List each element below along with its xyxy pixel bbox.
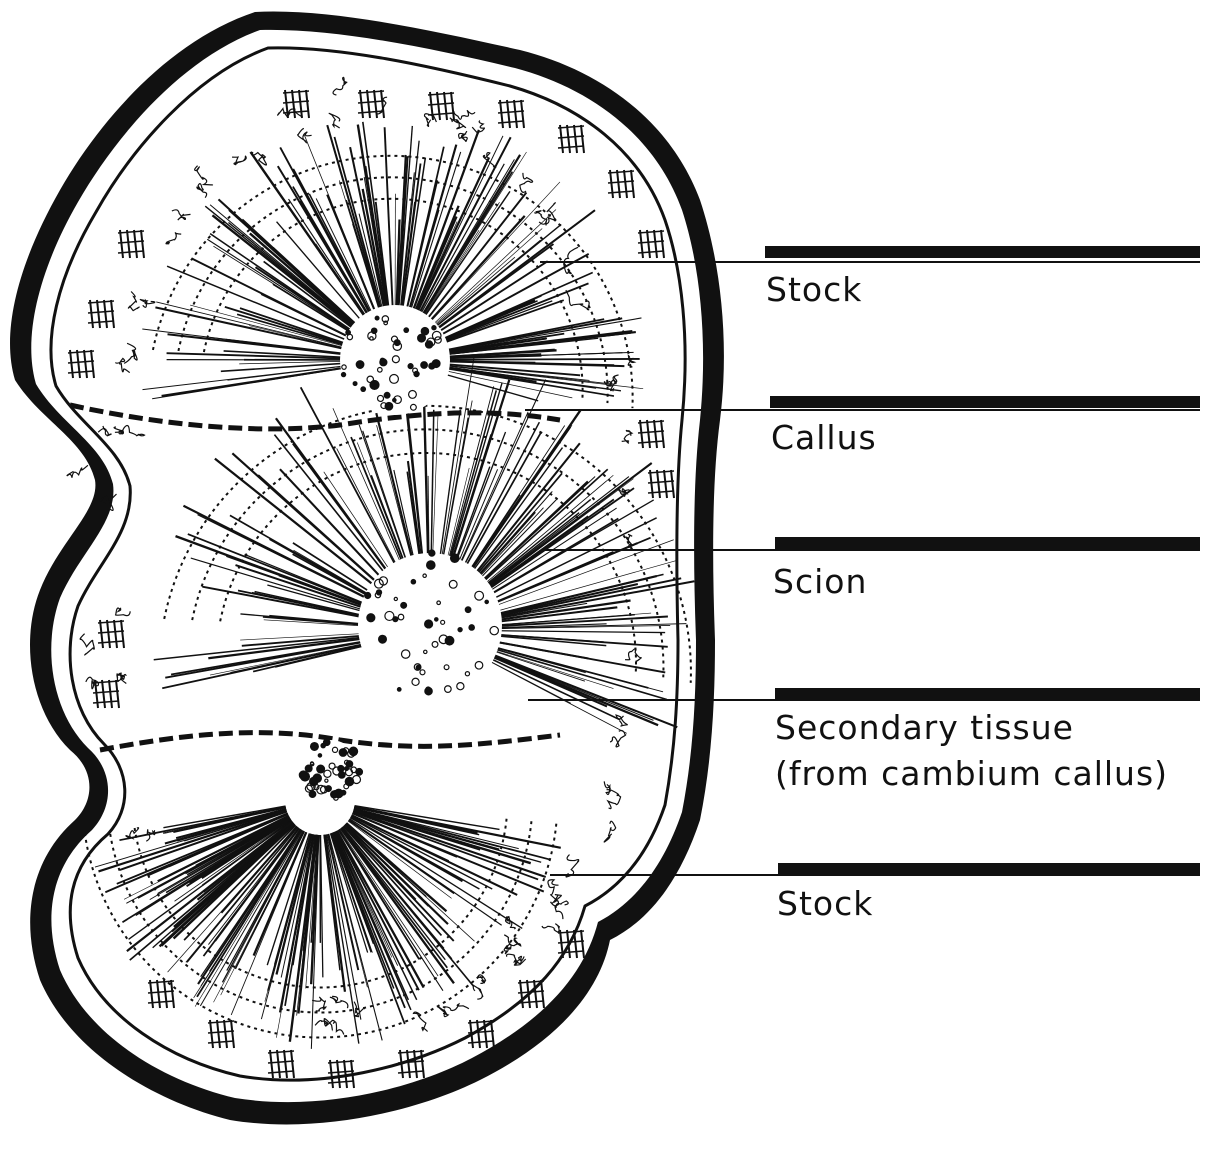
pith-cell	[317, 765, 325, 773]
pith-cell	[309, 791, 316, 798]
pith-cell	[371, 328, 376, 333]
pith-cell	[469, 625, 474, 630]
pith-cell	[376, 590, 381, 595]
pith-cell	[339, 772, 346, 779]
pith-cell	[408, 364, 413, 369]
pith-cell	[349, 747, 357, 755]
pith-cell	[393, 398, 396, 401]
wood-ray	[440, 359, 640, 360]
pith-cell	[356, 769, 363, 776]
pith-cell	[338, 766, 344, 772]
pith-cell	[341, 790, 346, 795]
pith-cell	[356, 361, 364, 369]
pith-cell	[485, 600, 488, 603]
leader-bar	[770, 396, 1200, 408]
pith-cell	[404, 328, 409, 333]
pith-cell	[365, 593, 371, 599]
pith-cell	[318, 754, 321, 757]
pith-cell	[429, 550, 435, 556]
pith-cell	[384, 392, 390, 398]
pith-cell	[432, 326, 436, 330]
pith-cell	[451, 554, 459, 562]
pith-cell	[367, 614, 375, 622]
pith-cell	[346, 330, 351, 335]
pith-cell	[385, 402, 393, 410]
pith-cell	[421, 362, 428, 369]
label-secondary-tissue-line1: Secondary tissue	[775, 708, 1074, 748]
pith-cell	[341, 372, 345, 376]
pith-cell	[465, 607, 471, 613]
pith-cell	[305, 765, 312, 772]
pith-cell	[361, 387, 366, 392]
pith-cell	[345, 767, 349, 771]
pith	[340, 305, 450, 415]
pith-cell	[353, 382, 357, 386]
pith-cell	[411, 580, 415, 584]
pith-cell	[421, 328, 428, 335]
pith-cell	[427, 561, 435, 569]
label-callus: Callus	[771, 418, 877, 458]
pith-cell	[435, 618, 438, 621]
label-secondary-tissue-line2: (from cambium callus)	[775, 754, 1168, 794]
pith-cell	[425, 620, 433, 628]
pith-cell	[311, 743, 319, 751]
pith-cell	[426, 687, 430, 691]
pith-cell	[379, 635, 387, 643]
pith-cell	[394, 340, 400, 346]
pith-cell	[331, 791, 338, 798]
label-stock-lower: Stock	[777, 884, 873, 924]
pith-cell	[401, 602, 407, 608]
leader-bar	[765, 246, 1200, 258]
pith-cell	[432, 360, 440, 368]
leader-bar	[778, 863, 1200, 875]
pith-cell	[445, 636, 454, 645]
pith-cell	[397, 688, 401, 692]
pith-cell	[380, 359, 387, 366]
label-scion: Scion	[773, 562, 867, 602]
pith-cell	[299, 771, 307, 779]
pith-cell	[458, 628, 462, 632]
pith-cell	[326, 786, 332, 792]
leader-bar	[775, 537, 1200, 549]
pith-cell	[375, 316, 379, 320]
pith-cell	[414, 371, 419, 376]
pith-cell	[324, 739, 330, 745]
pith-cell	[370, 380, 379, 389]
cortex-squiggle	[67, 465, 88, 477]
pith-cell	[416, 665, 421, 670]
leader-bar	[775, 688, 1200, 700]
label-stock-upper: Stock	[766, 270, 862, 310]
